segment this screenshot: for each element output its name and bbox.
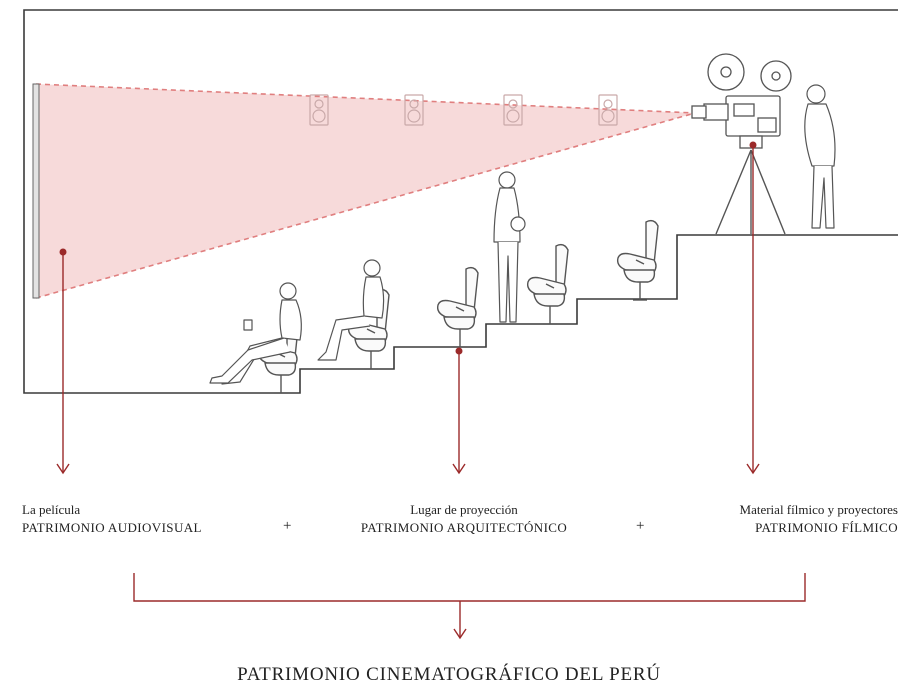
projectionist-icon	[804, 84, 836, 229]
result-title: PATRIMONIO CINEMATOGRÁFICO DEL PERÚ	[237, 664, 661, 685]
label-sub: La película	[22, 502, 81, 517]
beam-bottom-dash	[35, 112, 696, 299]
label-audiovisual: La película PATRIMONIO AUDIOVISUAL	[22, 501, 202, 537]
label-main: PATRIMONIO ARQUITECTÓNICO	[360, 520, 568, 535]
label-architectural: Lugar de proyección PATRIMONIO ARQUITECT…	[326, 501, 602, 537]
plus-sign: +	[636, 518, 645, 534]
cinema-seat-icon	[436, 266, 479, 348]
cinema-seat-icon	[526, 243, 569, 325]
cinema-seat-icon	[616, 219, 659, 301]
room-outline	[23, 9, 898, 394]
label-main: PATRIMONIO AUDIOVISUAL	[22, 520, 202, 535]
label-main: PATRIMONIO FÍLMICO	[755, 520, 898, 535]
seated-viewer-icon	[209, 282, 302, 385]
beam-top-dash	[35, 83, 696, 114]
standing-woman-icon	[493, 171, 526, 323]
seated-viewer-icon	[317, 259, 385, 361]
label-sub: Lugar de proyección	[410, 502, 518, 517]
tripod-icon	[715, 149, 786, 235]
label-sub: Material fílmico y proyectores	[739, 502, 898, 517]
connector-dot	[749, 141, 757, 149]
film-projector-icon	[691, 53, 792, 149]
projection-beam	[36, 84, 695, 298]
connector-lines	[56, 145, 806, 640]
label-film: Material fílmico y proyectores PATRIMONI…	[676, 501, 898, 537]
plus-sign: +	[283, 518, 292, 534]
screen-icon	[32, 83, 40, 299]
connector-dot	[59, 248, 67, 256]
connector-dot	[455, 347, 463, 355]
